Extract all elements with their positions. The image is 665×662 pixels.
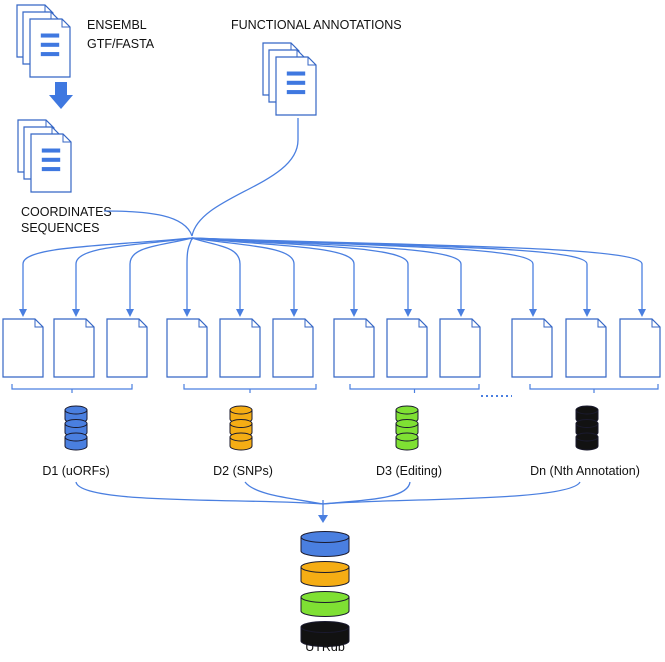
fan-arrow	[22, 237, 193, 309]
arrowhead-icon	[72, 309, 80, 317]
arrowhead-icon	[19, 309, 27, 317]
source-label-line2: GTF/FASTA	[87, 37, 155, 51]
arrowhead-icon	[290, 309, 298, 317]
annotation-page	[386, 318, 428, 378]
coordinates-label-line1: COORDINATES	[21, 205, 112, 219]
source-document-stack-icon	[16, 4, 71, 78]
arrowhead-icon	[183, 309, 191, 317]
fan-out-arrows	[19, 237, 646, 317]
database-icon	[64, 405, 88, 451]
arrowhead-icon	[126, 309, 134, 317]
group-brackets	[11, 384, 659, 393]
database-label: D2 (SNPs)	[213, 464, 273, 478]
fan-arrow	[191, 237, 355, 309]
fan-arrow	[186, 237, 193, 309]
database-label: D1 (uORFs)	[42, 464, 109, 478]
utrdb-cylinders	[300, 531, 350, 647]
merge-arrowhead-icon	[318, 515, 328, 523]
input-connectors	[103, 118, 299, 237]
database-icon	[575, 405, 599, 451]
fan-arrow	[129, 237, 193, 309]
source-label-line1: ENSEMBL	[87, 18, 147, 32]
arrowhead-icon	[404, 309, 412, 317]
annotation-databases: D1 (uORFs) D2 (SNPs) D3 (Editing) Dn (Nth A…	[42, 405, 640, 478]
functional-annotations-label: FUNCTIONAL ANNOTATIONS	[231, 18, 402, 32]
annotation-page	[333, 318, 375, 378]
arrowhead-icon	[457, 309, 465, 317]
annotation-page	[619, 318, 661, 378]
database-label: D3 (Editing)	[376, 464, 442, 478]
fan-arrow	[191, 237, 462, 309]
group-bracket	[349, 384, 480, 393]
arrowhead-icon	[529, 309, 537, 317]
arrowhead-icon	[583, 309, 591, 317]
annotation-pages	[2, 318, 661, 378]
annotation-page	[511, 318, 553, 378]
fan-arrow	[191, 237, 643, 309]
annotation-page	[565, 318, 607, 378]
functional-connector	[191, 118, 299, 237]
fan-arrow	[191, 237, 241, 309]
annotation-page	[106, 318, 148, 378]
database-label: Dn (Nth Annotation)	[530, 464, 640, 478]
arrowhead-icon	[236, 309, 244, 317]
group-bracket	[183, 384, 317, 393]
annotation-page	[272, 318, 314, 378]
group-bracket	[529, 384, 659, 393]
database-icon	[395, 405, 419, 451]
annotation-page	[439, 318, 481, 378]
utrdb-database-icon	[300, 531, 350, 647]
group-bracket	[11, 384, 133, 393]
document-page	[275, 56, 317, 116]
coordinates-document-stack-icon	[17, 119, 72, 193]
annotation-page	[2, 318, 44, 378]
arrowhead-icon	[350, 309, 358, 317]
utrdb-label: UTRdb	[305, 640, 345, 654]
annotation-page	[166, 318, 208, 378]
annotation-page	[53, 318, 95, 378]
fan-arrow	[191, 237, 409, 309]
functional-document-stack-icon	[262, 42, 317, 116]
coordinates-label-line2: SEQUENCES	[21, 221, 100, 235]
fan-arrow	[191, 237, 295, 309]
database-icon	[229, 405, 253, 451]
fan-arrow	[75, 237, 193, 309]
merge-connectors	[75, 481, 581, 516]
annotation-page	[219, 318, 261, 378]
document-page	[30, 133, 72, 193]
coordinates-connector	[103, 210, 193, 237]
arrowhead-icon	[638, 309, 646, 317]
down-arrow-icon	[49, 82, 73, 109]
document-page	[29, 18, 71, 78]
